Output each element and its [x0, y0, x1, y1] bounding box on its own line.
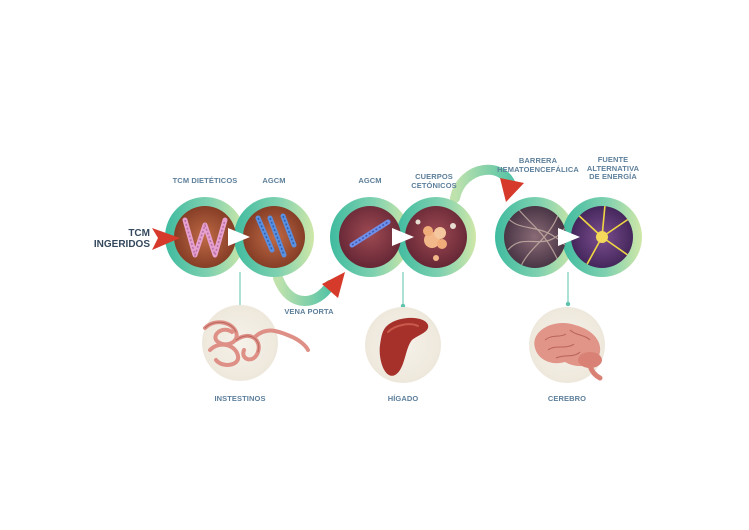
brain-illustration — [534, 322, 603, 381]
white-arrow-icon — [228, 228, 250, 246]
red-arrow-icon — [152, 228, 180, 250]
fuente-label: FUENTE ALTERNATIVA DE ENERGÍA — [586, 155, 640, 181]
liver-stage-rings — [330, 197, 476, 277]
agcm-label-2: AGCM — [358, 176, 382, 185]
intestinos-label: INSTESTINOS — [214, 394, 266, 403]
red-arrow-icon — [500, 178, 524, 202]
liver-illustration — [379, 317, 429, 376]
white-arrow-icon — [558, 228, 580, 246]
cuerpos-cetonicos-label: CUERPOS CETÓNICOS — [411, 172, 457, 190]
intestine-stage-rings — [165, 197, 314, 277]
tcm-dieteticos-label: TCM DIETÉTICOS — [172, 176, 238, 185]
vena-porta-label: VENA PORTA — [284, 307, 334, 316]
white-arrow-icon — [392, 228, 414, 246]
cerebro-label: CEREBRO — [547, 394, 587, 403]
red-arrow-icon — [322, 272, 345, 298]
vena-porta-connector — [273, 273, 335, 306]
barrera-label: BARRERA HEMATOENCEFÁLICA — [497, 156, 579, 174]
tcm-ingeridos-label: TCM INGERIDOS — [93, 228, 150, 250]
agcm-label-1: AGCM — [262, 176, 286, 185]
higado-label: HÍGADO — [387, 394, 419, 403]
intestine-organ-bg — [202, 305, 278, 381]
intestines-shading — [204, 321, 260, 353]
brain-stage-rings — [495, 197, 642, 277]
